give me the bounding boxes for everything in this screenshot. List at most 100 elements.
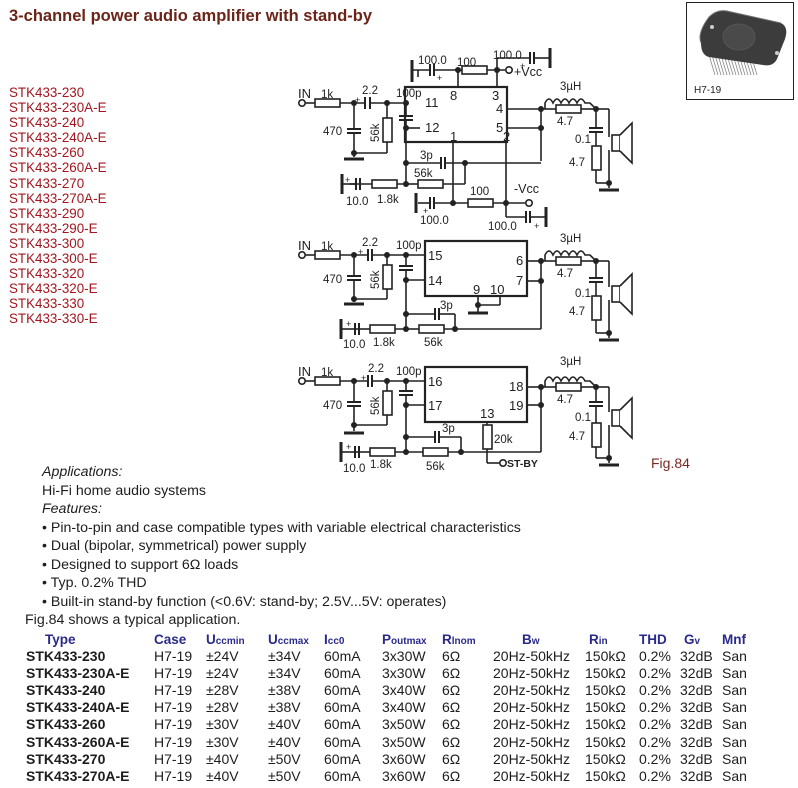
cell-thd: 0.2% bbox=[639, 681, 671, 698]
input-label: IN bbox=[298, 86, 311, 101]
channel-2-labels: IN 1k 2.2 + 470 56k 100p 15 14 9 10 6 7 … bbox=[298, 233, 591, 351]
svg-text:+: + bbox=[520, 61, 525, 71]
header-bw: Bw bbox=[522, 631, 540, 647]
svg-text:1k: 1k bbox=[321, 241, 333, 253]
header-poutmax: Poutmax bbox=[382, 631, 427, 647]
svg-text:10.0: 10.0 bbox=[343, 463, 365, 475]
cell-rlnom: 6Ω bbox=[442, 664, 461, 681]
svg-text:100p: 100p bbox=[396, 366, 422, 378]
cell-thd: 0.2% bbox=[639, 750, 671, 767]
cell-bw: 20Hz-50kHz bbox=[493, 681, 571, 698]
svg-text:1k: 1k bbox=[321, 367, 333, 379]
cell-uccmin: ±24V bbox=[206, 664, 239, 681]
svg-text:4.7: 4.7 bbox=[557, 268, 573, 280]
cell-gv: 32dB bbox=[680, 750, 713, 767]
cell-poutmax: 3x40W bbox=[382, 699, 426, 716]
cell-gv: 32dB bbox=[680, 699, 713, 716]
cell-rlnom: 6Ω bbox=[442, 750, 461, 767]
svg-text:2.2: 2.2 bbox=[368, 363, 384, 375]
feature-item: • Typ. 0.2% THD bbox=[42, 575, 147, 591]
cell-bw: 20Hz-50kHz bbox=[493, 767, 571, 784]
cell-gv: 32dB bbox=[680, 664, 713, 681]
feature-item: • Built-in stand-by function (<0.6V: sta… bbox=[42, 593, 447, 610]
cell-rlnom: 6Ω bbox=[442, 681, 461, 698]
svg-text:470: 470 bbox=[323, 274, 342, 286]
svg-text:IN: IN bbox=[298, 364, 311, 379]
svg-text:+: + bbox=[355, 95, 360, 105]
cell-rlnom: 6Ω bbox=[442, 647, 461, 664]
row-spacer bbox=[0, 647, 26, 664]
cell-uccmax: ±34V bbox=[268, 647, 301, 664]
cell-thd: 0.2% bbox=[639, 647, 671, 664]
standby-label: ST-BY bbox=[507, 458, 538, 470]
cell-uccmin: ±28V bbox=[206, 699, 239, 716]
cell-rlnom: 6Ω bbox=[442, 767, 461, 784]
cell-case: H7-19 bbox=[154, 750, 193, 767]
header-thd: THD bbox=[639, 631, 667, 647]
svg-text:+: + bbox=[345, 175, 350, 185]
header-type: Type bbox=[45, 631, 76, 647]
ic-body bbox=[423, 365, 529, 424]
cell-case: H7-19 bbox=[154, 716, 193, 733]
cell-type: STK433-270 bbox=[26, 750, 106, 767]
svg-text:13: 13 bbox=[480, 406, 494, 421]
svg-text:4: 4 bbox=[496, 101, 503, 116]
svg-text:100p: 100p bbox=[396, 240, 422, 252]
svg-text:3µH: 3µH bbox=[560, 356, 581, 368]
cell-gv: 32dB bbox=[680, 647, 713, 664]
svg-text:56k: 56k bbox=[414, 168, 433, 180]
cell-bw: 20Hz-50kHz bbox=[493, 716, 571, 733]
svg-text:4.7: 4.7 bbox=[569, 431, 585, 443]
cell-thd: 0.2% bbox=[639, 716, 671, 733]
cell-mnf: San bbox=[722, 767, 747, 784]
figure-label: Fig.84 bbox=[651, 455, 690, 471]
cell-rin: 150kΩ bbox=[585, 716, 626, 733]
svg-text:2: 2 bbox=[503, 129, 510, 144]
cell-uccmax: ±50V bbox=[268, 767, 301, 784]
svg-text:14: 14 bbox=[428, 273, 442, 288]
schematic-diagram: IN 1k 2.2 + 470 56k 100p 11 12 8 3 4 5 1… bbox=[297, 48, 633, 475]
cell-gv: 32dB bbox=[680, 767, 713, 784]
cell-poutmax: 3x50W bbox=[382, 733, 426, 750]
svg-text:100.0: 100.0 bbox=[488, 221, 517, 233]
part-number: STK433-300-E bbox=[9, 251, 98, 267]
cell-uccmax: ±38V bbox=[268, 699, 301, 716]
cell-mnf: San bbox=[722, 664, 747, 681]
svg-text:2.2: 2.2 bbox=[362, 85, 378, 97]
page-title: 3-channel power audio amplifier with sta… bbox=[9, 7, 373, 25]
table-header-row: Type Case Uccmin Uccmax Icc0 Poutmax Rln… bbox=[0, 631, 762, 647]
svg-text:+: + bbox=[346, 319, 351, 329]
svg-text:+: + bbox=[346, 442, 351, 452]
svg-text:10.0: 10.0 bbox=[343, 339, 365, 351]
cell-thd: 0.2% bbox=[639, 664, 671, 681]
ic-body bbox=[403, 85, 509, 144]
cell-type: STK433-240A-E bbox=[26, 699, 130, 716]
applications-heading: Applications: bbox=[42, 464, 123, 480]
svg-text:4.7: 4.7 bbox=[557, 394, 573, 406]
svg-text:470: 470 bbox=[323, 400, 342, 412]
svg-text:1.8k: 1.8k bbox=[377, 194, 399, 206]
svg-text:4.7: 4.7 bbox=[557, 116, 573, 128]
hybrid-ic-package-image bbox=[699, 10, 787, 76]
cell-mnf: San bbox=[722, 733, 747, 750]
cell-mnf: San bbox=[722, 681, 747, 698]
svg-text:0.1: 0.1 bbox=[575, 134, 591, 146]
svg-text:+: + bbox=[534, 221, 539, 231]
svg-text:IN: IN bbox=[298, 238, 311, 253]
feature-item: • Designed to support 6Ω loads bbox=[42, 556, 239, 573]
svg-text:100.0: 100.0 bbox=[418, 55, 447, 67]
header-uccmin: Uccmin bbox=[206, 631, 245, 647]
cell-poutmax: 3x30W bbox=[382, 664, 426, 681]
part-number: STK433-240A-E bbox=[9, 130, 107, 146]
header-rlnom: Rlnom bbox=[442, 631, 476, 647]
svg-text:11: 11 bbox=[425, 95, 439, 110]
cell-poutmax: 3x40W bbox=[382, 681, 426, 698]
part-number: STK433-320 bbox=[9, 266, 85, 282]
cell-type: STK433-230A-E bbox=[26, 664, 130, 681]
svg-text:56k: 56k bbox=[370, 123, 382, 142]
cell-uccmax: ±38V bbox=[268, 681, 301, 698]
feature-item: • Dual (bipolar, symmetrical) power supp… bbox=[42, 538, 307, 554]
